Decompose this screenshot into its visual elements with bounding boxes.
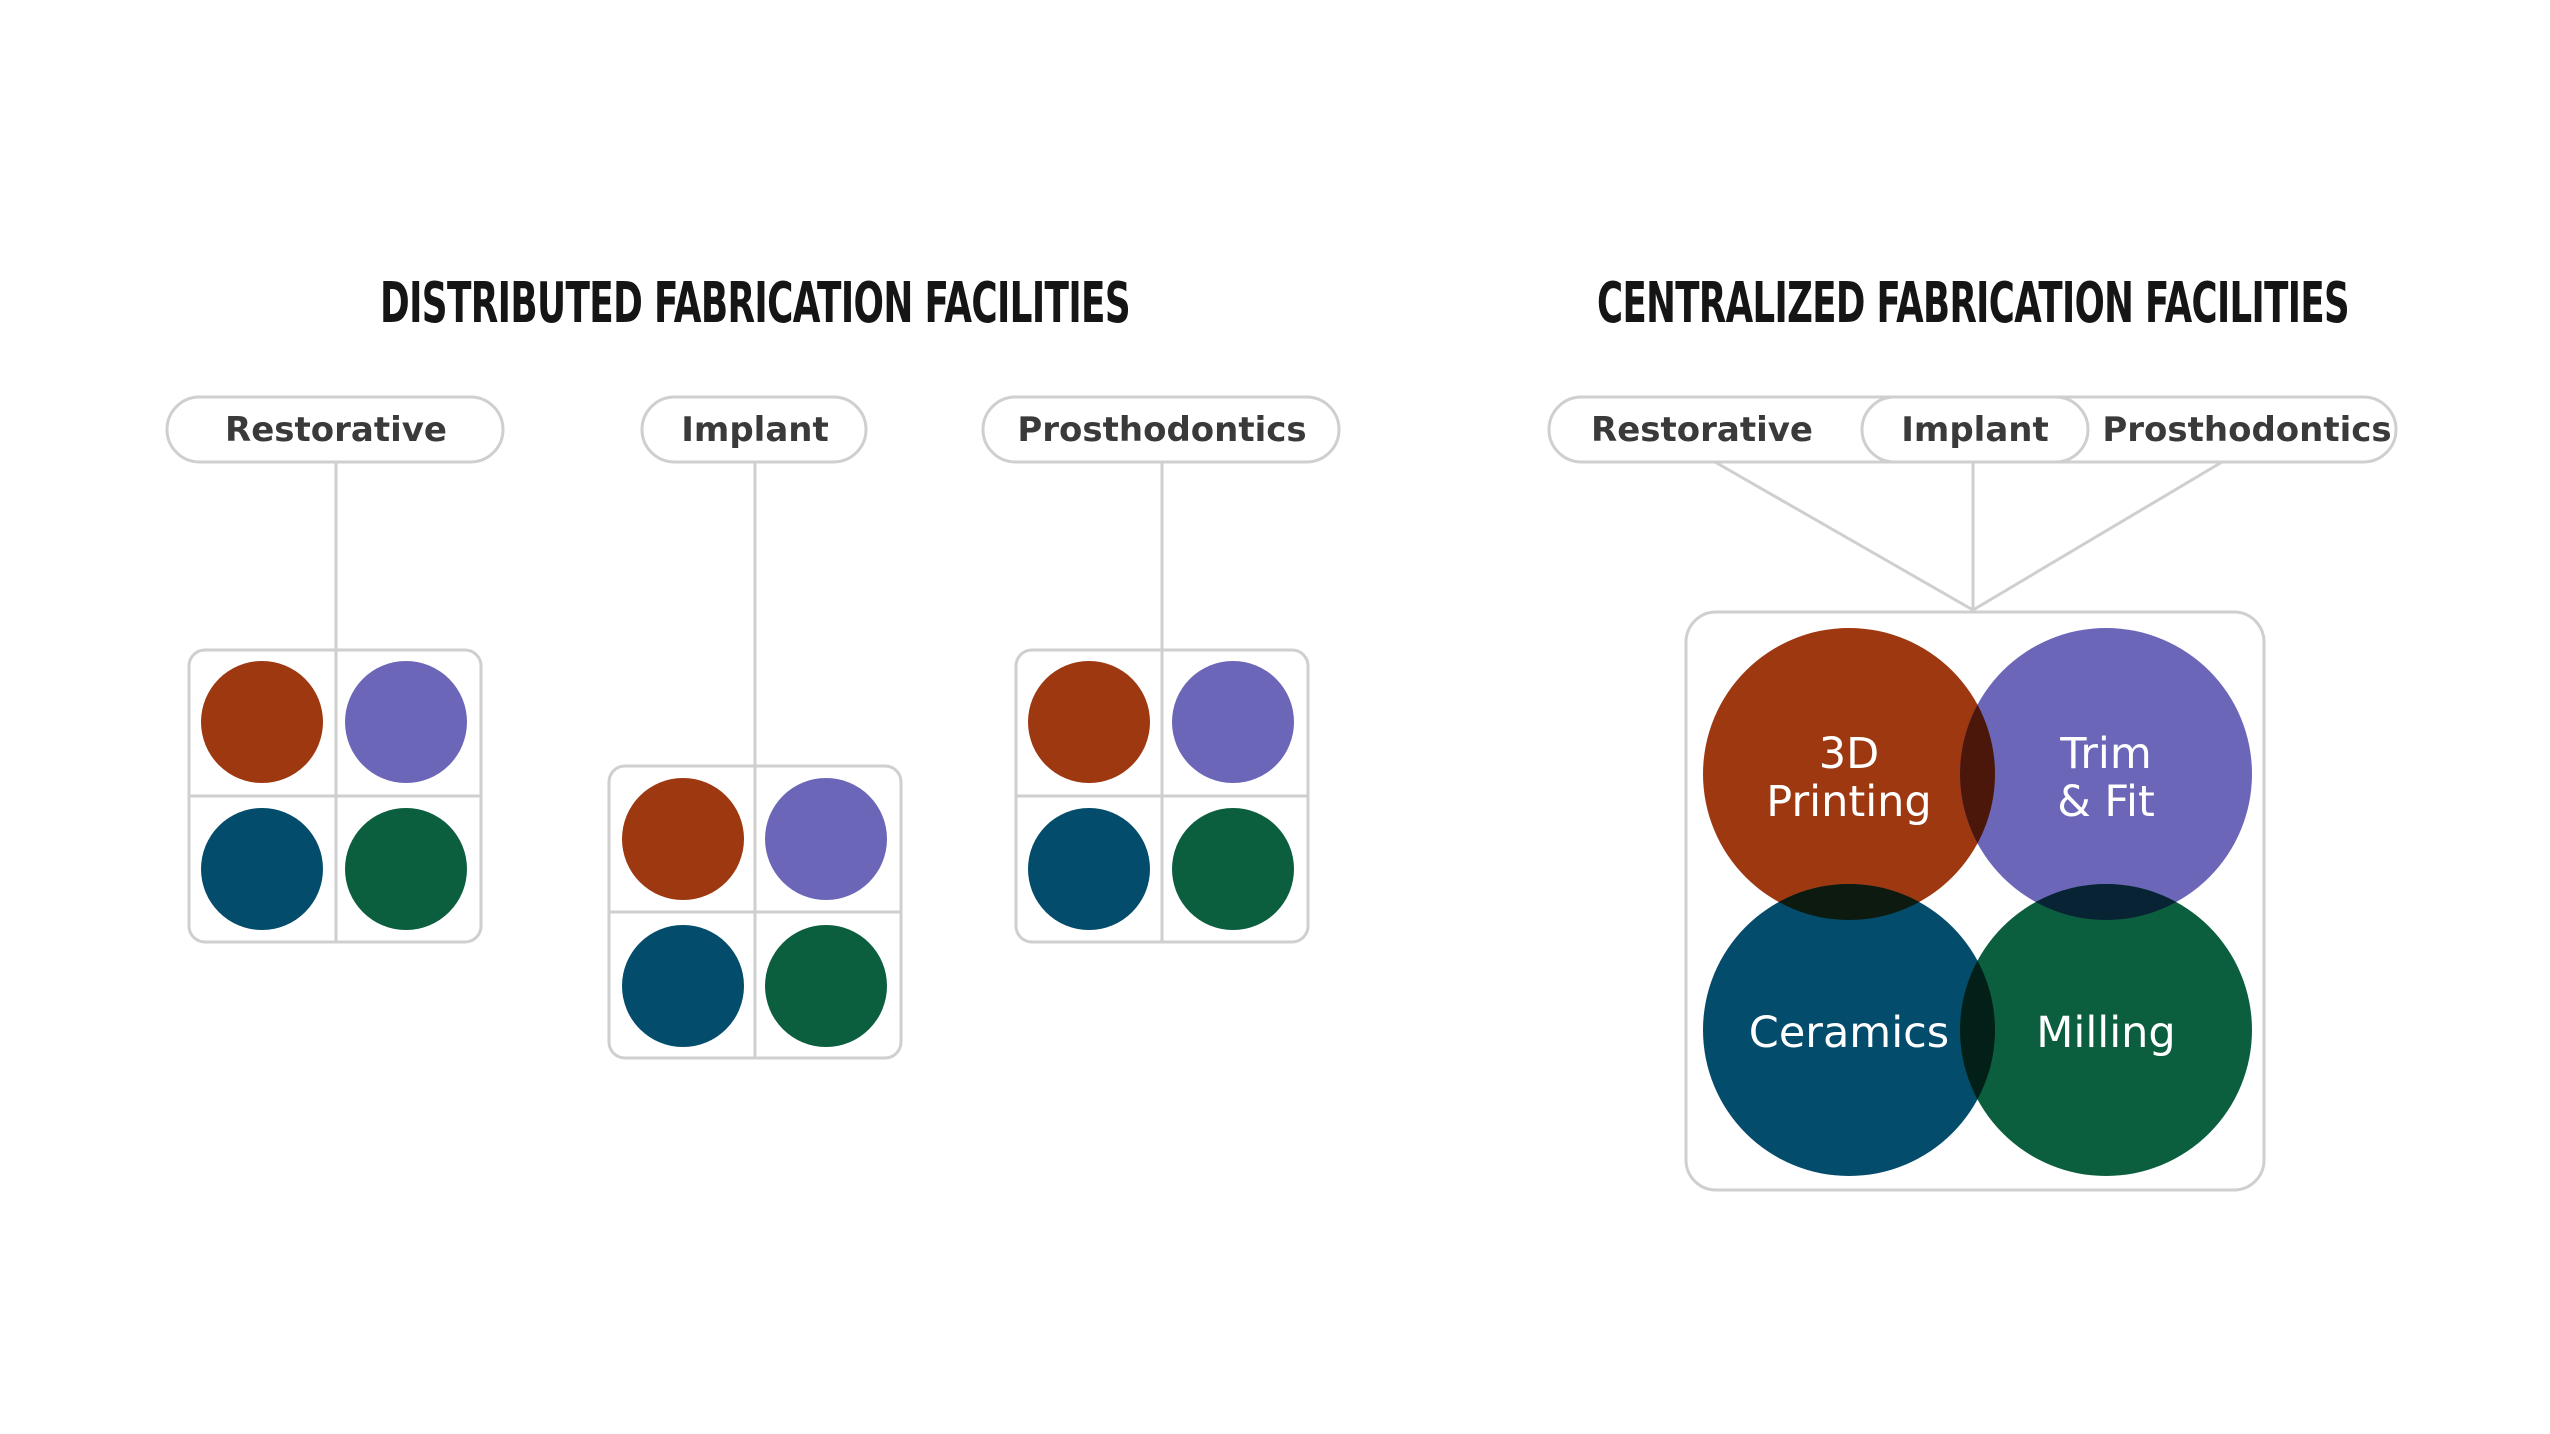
printing-label-line2: Printing xyxy=(1766,777,1931,827)
central-department-pill-implant: Implant xyxy=(1860,395,2090,464)
trim-fit-circle xyxy=(1172,661,1294,783)
milling-circle xyxy=(765,925,887,1047)
department-pill-prosthodontics: Prosthodontics xyxy=(981,395,1341,464)
centralized-title: CENTRALIZED FABRICATION FACILITIES xyxy=(1597,271,2349,336)
facility-grid-prosthodontics xyxy=(1014,648,1310,944)
ceramics-label: Ceramics xyxy=(1749,1008,1949,1058)
department-label: Prosthodontics xyxy=(2102,410,2391,450)
trim-fit-label-line2: & Fit xyxy=(2057,777,2155,827)
department-label: Implant xyxy=(681,410,828,450)
printing-circle xyxy=(622,778,744,900)
trim-fit-circle xyxy=(765,778,887,900)
trim-fit-label-line1: Trim xyxy=(2059,729,2151,779)
department-label: Implant xyxy=(1901,410,2048,450)
ceramics-circle xyxy=(1703,884,1995,1176)
connector-central-restorative xyxy=(1714,460,1974,612)
milling-label: Milling xyxy=(2036,1008,2175,1058)
connector-central-prosthodontics xyxy=(1972,460,2223,612)
department-pill-implant: Implant xyxy=(640,395,868,464)
capability-venn xyxy=(1703,628,2252,1176)
printing-circle xyxy=(201,661,323,783)
milling-circle xyxy=(345,808,467,930)
department-label: Prosthodontics xyxy=(1017,410,1306,450)
ceramics-circle xyxy=(201,808,323,930)
ceramics-circle xyxy=(622,925,744,1047)
facility-grid-restorative xyxy=(187,648,483,944)
milling-circle xyxy=(1172,808,1294,930)
printing-circle xyxy=(1028,661,1150,783)
printing-circle xyxy=(1703,628,1995,920)
milling-circle xyxy=(1960,884,2252,1176)
department-pill-restorative: Restorative xyxy=(165,395,505,464)
trim-fit-circle xyxy=(345,661,467,783)
ceramics-circle xyxy=(1028,808,1150,930)
distributed-title: DISTRIBUTED FABRICATION FACILITIES xyxy=(380,271,1130,336)
facility-grid-implant xyxy=(607,764,903,1060)
trim-fit-circle xyxy=(1960,628,2252,920)
department-label: Restorative xyxy=(225,410,447,450)
department-label: Restorative xyxy=(1591,410,1813,450)
printing-label-line1: 3D xyxy=(1819,729,1879,779)
